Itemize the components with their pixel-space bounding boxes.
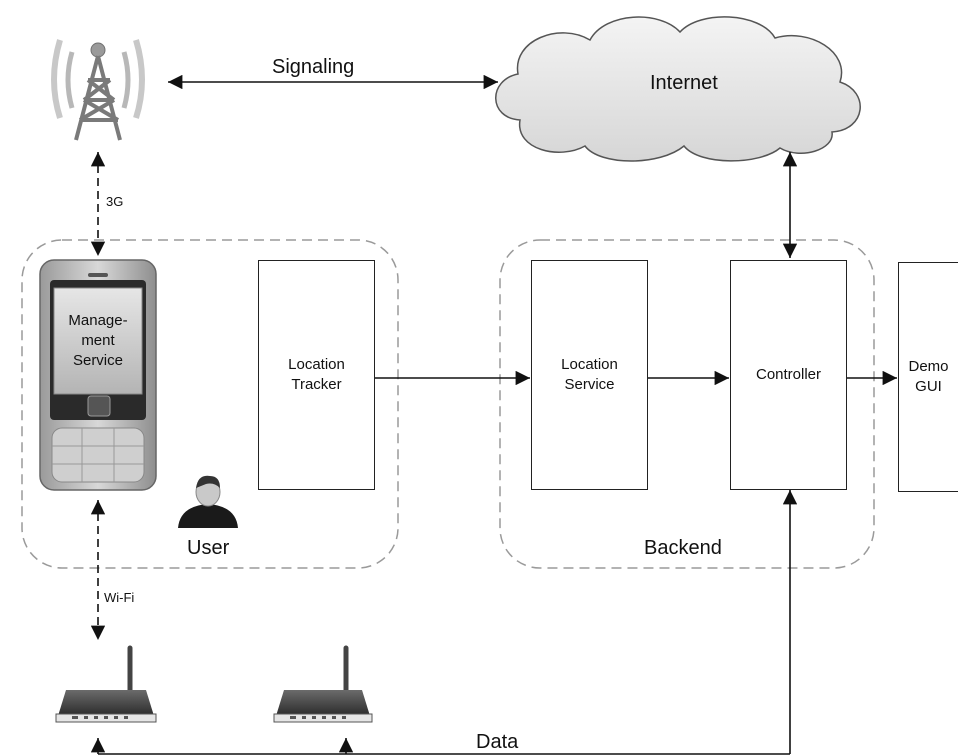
wifi-label: Wi-Fi — [104, 590, 135, 605]
location-service-node: Location Service — [531, 260, 648, 490]
location-service-label: Location Service — [561, 356, 618, 393]
demo-gui-node: Demo GUI — [898, 262, 958, 492]
user-group-boundary — [21, 239, 399, 569]
user-label: User — [187, 537, 230, 559]
backend-group-boundary — [499, 239, 875, 569]
mobile-phone-icon — [39, 259, 157, 491]
data-bus — [90, 490, 798, 755]
management-service-label: Manage- ment Service — [68, 312, 128, 369]
controller-label: Controller — [755, 366, 822, 383]
internet-label: Internet — [650, 72, 718, 94]
access-point-router-icon — [273, 645, 373, 723]
location-tracker-label: Location Tracker — [288, 356, 345, 393]
3g-label: 3G — [106, 194, 124, 209]
user-avatar-icon — [178, 475, 238, 528]
location-tracker-node: Location Tracker — [258, 260, 375, 490]
internet-cloud — [495, 16, 861, 162]
demo-gui-label: Demo GUI — [908, 358, 949, 395]
cell-tower-icon — [51, 39, 145, 141]
signaling-label: Signaling — [272, 56, 355, 78]
backend-label: Backend — [644, 537, 722, 559]
data-label: Data — [476, 731, 519, 753]
controller-node: Controller — [730, 260, 847, 490]
management-service-screen: Manage- ment Service — [54, 288, 142, 394]
wifi-router-icon — [55, 645, 157, 723]
